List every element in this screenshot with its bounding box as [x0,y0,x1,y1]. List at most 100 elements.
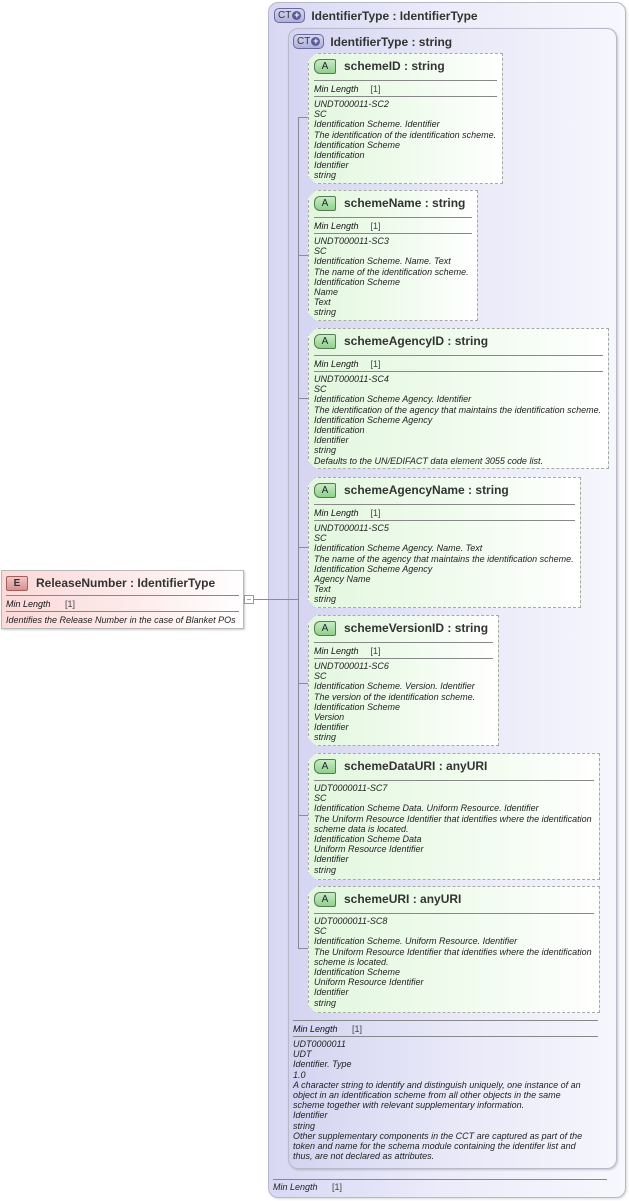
desc-line: SC [314,533,327,544]
attribute-title: schemeAgencyID : string [344,334,489,348]
desc-line: SC [314,246,327,257]
attribute-header: A schemeAgencyID : string [314,332,603,350]
desc-line: string [314,732,337,743]
desc-line: Identification Scheme Agency. Name. Text [314,543,483,554]
attribute-icon: A [314,334,336,349]
complex-type-inner-header: CT+ IdentifierType : string [293,34,452,49]
desc-line: string [314,594,337,605]
desc-line: Identifier [314,722,349,733]
inner-type-description: UDT0000011 UDT Identifier. Type 1.0 A ch… [293,1039,598,1161]
desc-line: Uniform Resource Identifier [314,844,424,855]
attribute-header: A schemeDataURI : anyURI [314,757,594,775]
element-facet: Min Length [1] [6,595,239,612]
desc-line: string [314,864,337,875]
expand-plus-icon[interactable]: + [311,36,321,46]
element-description: Identifies the Release Number in the cas… [6,615,236,625]
connector-line [254,599,298,600]
desc-line: string [314,997,337,1008]
desc-line: string [314,445,337,456]
desc-line: Identification Scheme Data [314,834,422,845]
desc-line: UDT0000011 [293,1039,346,1049]
connector-tick [298,683,308,684]
connector-tick [298,815,308,816]
desc-line: Uniform Resource Identifier [314,977,424,988]
element-box[interactable]: E ReleaseNumber : IdentifierType Min Len… [1,570,244,629]
attribute-icon: A [314,759,336,774]
facet-label: Min Length [314,84,359,94]
attribute-description: UNDT000011-SC4 SC Identification Scheme … [314,374,603,466]
outer-facet: Min Length [1] [273,1179,607,1192]
attribute-description: UNDT000011-SC2 SC Identification Scheme.… [314,99,497,181]
attribute-facet: Min Length [1] [314,642,493,659]
facet-value: [1] [332,1182,343,1192]
desc-line: UNDT000011-SC3 [314,236,389,246]
connector-tick [298,255,308,256]
desc-line: UNDT000011-SC5 [314,523,389,533]
attribute-title: schemeVersionID : string [344,621,489,635]
complex-type-icon: CT+ [274,8,306,23]
desc-line: UNDT000011-SC6 [314,661,389,671]
attribute-facet: Min Length [1] [314,355,603,372]
element-icon: E [6,575,28,591]
element-header: E ReleaseNumber : IdentifierType [6,574,239,592]
desc-line: Identification Scheme. Uniform Resource.… [314,936,518,947]
desc-line: Name [314,287,339,298]
expand-plus-icon[interactable]: + [292,10,302,20]
inner-type-details: Min Length [1] UDT0000011 UDT Identifier… [293,1020,598,1161]
facet-value: [1] [370,84,381,94]
attribute-box[interactable]: A schemeID : string Min Length[1] UNDT00… [308,53,503,184]
desc-line: SC [314,384,327,395]
facet-label: Min Length [314,646,359,656]
desc-line: Identification Scheme. Identifier [314,119,440,130]
desc-line: SC [314,793,327,804]
facet-value: [1] [370,221,381,231]
desc-line: Agency Name [314,574,371,585]
attribute-facet: Min Length [1] [314,217,472,234]
desc-line: Identification Scheme Agency [314,563,433,574]
facet-value: [1] [370,359,381,369]
desc-line: Version [314,712,345,723]
attribute-title: schemeName : string [344,196,466,210]
desc-line: string [314,170,337,181]
attribute-facet: Min Length [1] [314,80,497,97]
desc-line: Identification Scheme Agency [314,414,433,425]
desc-line: The Uniform Resource Identifier that ide… [314,946,592,957]
desc-line: Identification Scheme. Version. Identifi… [314,681,475,692]
desc-line: scheme is located. [314,956,389,967]
attribute-box[interactable]: A schemeAgencyName : string Min Length[1… [308,477,581,608]
facet-label: Min Length [314,221,359,231]
attribute-box[interactable]: A schemeVersionID : string Min Length [1]… [308,615,499,746]
desc-line: object in an identification scheme from … [293,1090,561,1101]
attribute-title: schemeID : string [344,59,445,73]
desc-line: Identification Scheme [314,967,401,978]
attribute-icon: A [314,621,336,636]
attribute-icon: A [314,196,336,211]
complex-type-outer-header: CT+ IdentifierType : IdentifierType [274,8,478,23]
desc-line: 1.0 [293,1069,306,1080]
attribute-box[interactable]: A schemeURI : anyURI UDT0000011-SC8 SC I… [308,886,600,1013]
connector-tick [298,398,308,399]
attribute-header: A schemeURI : anyURI [314,890,594,908]
facet-value: [1] [352,1024,363,1034]
desc-line: Identification [314,425,365,436]
complex-type-inner-title: IdentifierType : string [330,34,453,49]
attribute-description: UDT0000011-SC7 SC Identification Scheme … [314,780,594,875]
complex-type-icon: CT+ [293,34,325,49]
facet-label: Min Length [314,359,359,369]
attribute-box[interactable]: A schemeAgencyID : string Min Length[1] … [308,328,609,469]
desc-line: SC [314,109,327,120]
collapse-toggle-icon[interactable]: − [244,595,254,604]
attribute-description: UNDT000011-SC6 SC Identification Scheme.… [314,661,493,743]
attribute-box[interactable]: A schemeName : string Min Length [1] UNDT… [308,190,478,321]
complex-type-outer-title: IdentifierType : IdentifierType [311,8,478,23]
facet-value: [1] [370,646,381,656]
desc-line: Identification Scheme [314,139,401,150]
attribute-header: A schemeName : string [314,194,472,212]
desc-line: string [293,1120,316,1131]
desc-line: string [314,307,337,318]
desc-line: Identifier. Type [293,1059,352,1070]
desc-line: Identification [314,150,365,161]
facet-value: [1] [65,599,76,609]
attribute-box[interactable]: A schemeDataURI : anyURI UDT0000011-SC7 … [308,753,600,880]
attribute-title: schemeURI : anyURI [344,892,462,906]
